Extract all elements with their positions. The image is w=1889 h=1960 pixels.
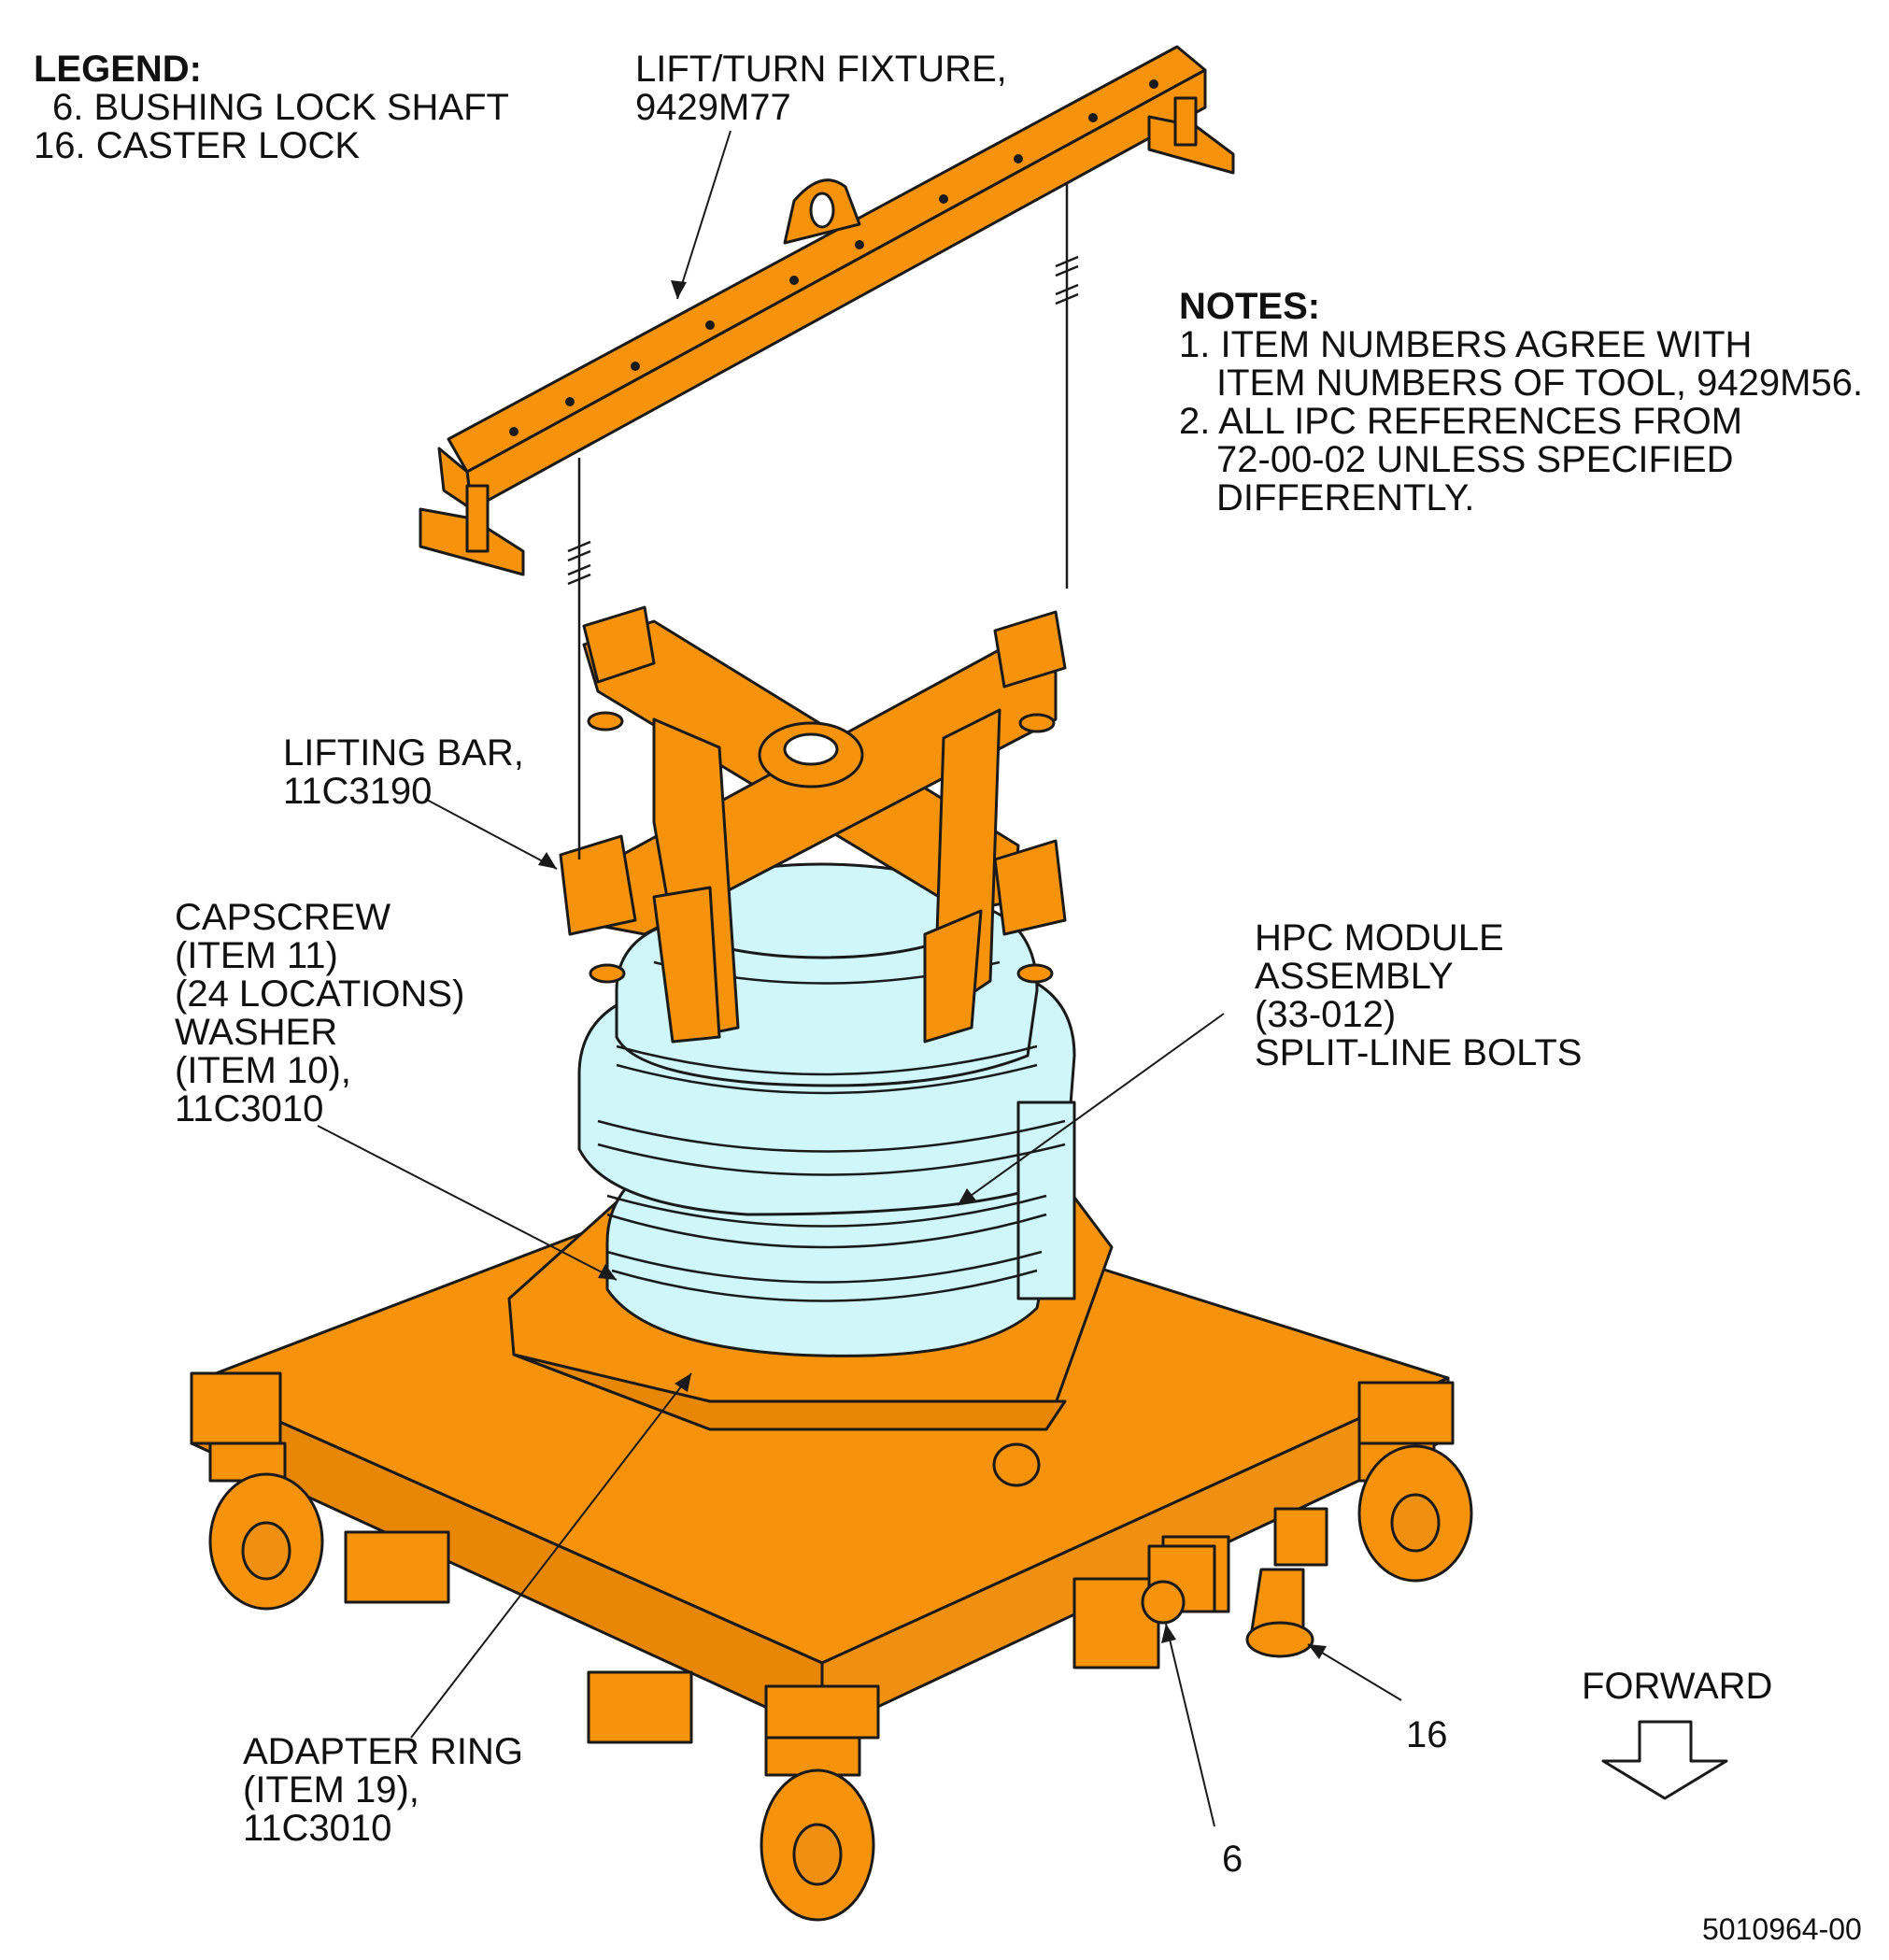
notes-line-5: DIFFERENTLY. bbox=[1216, 477, 1475, 518]
leader-adapter-ring bbox=[410, 1372, 692, 1739]
legend-title: LEGEND: bbox=[34, 49, 202, 90]
adapter-ring-lower bbox=[512, 1353, 1067, 1431]
caster-lock bbox=[1245, 1507, 1328, 1658]
callout-line: 11C3010 bbox=[243, 1808, 392, 1849]
turntable-knob bbox=[992, 1442, 1041, 1487]
cart-right-corner bbox=[1357, 1381, 1455, 1445]
callout-line: (ITEM 11) bbox=[175, 935, 338, 976]
callout-line: (ITEM 10), bbox=[175, 1050, 351, 1091]
notes-title: NOTES: bbox=[1179, 286, 1321, 327]
cart-front-corner bbox=[764, 1684, 880, 1740]
lifting-bar-block bbox=[993, 610, 1067, 689]
bushing-lock-shaft bbox=[1141, 1544, 1216, 1625]
fixture-beam-top bbox=[447, 45, 1207, 474]
leader-lift-turn-fixture bbox=[676, 130, 731, 300]
leader-lifting-bar bbox=[424, 798, 558, 870]
notes-line-3: 2. ALL IPC REFERENCES FROM bbox=[1179, 401, 1743, 442]
cable-breaks bbox=[567, 255, 1079, 586]
notes-line-2: ITEM NUMBERS OF TOOL, 9429M56. bbox=[1216, 362, 1864, 404]
callout-line: (24 LOCATIONS) bbox=[175, 973, 465, 1015]
cart-block bbox=[344, 1530, 450, 1604]
fixture-lift-eye-hole bbox=[809, 192, 835, 229]
legend-item-6: 6. BUSHING LOCK SHAFT bbox=[52, 87, 509, 128]
fixture-bolts bbox=[509, 79, 1158, 436]
callout-item-16: 16 bbox=[1406, 1714, 1448, 1755]
callout-line: LIFTING BAR, bbox=[283, 732, 524, 774]
legend-item-16: 16. CASTER LOCK bbox=[34, 125, 361, 166]
leader-hpc-module bbox=[957, 1013, 1225, 1206]
callout-line: WASHER bbox=[175, 1012, 338, 1053]
forward-label: FORWARD bbox=[1582, 1666, 1773, 1707]
lifting-bar-block bbox=[582, 605, 656, 684]
caster-wheel bbox=[1357, 1442, 1473, 1583]
callout-line: ADAPTER RING bbox=[243, 1731, 524, 1772]
forward-arrow bbox=[1601, 1720, 1728, 1800]
callout-line: 11C3010 bbox=[175, 1088, 324, 1129]
cart-block bbox=[587, 1670, 693, 1744]
leader-lines bbox=[317, 130, 1402, 1827]
caster-wheel bbox=[208, 1442, 324, 1611]
callout-line: LIFT/TURN FIXTURE, bbox=[635, 49, 1007, 90]
callout-item-6: 6 bbox=[1222, 1839, 1243, 1880]
notes-line-4: 72-00-02 UNLESS SPECIFIED bbox=[1216, 439, 1734, 480]
callout-line: 9429M77 bbox=[635, 87, 791, 128]
callout-line: HPC MODULE bbox=[1255, 917, 1504, 959]
lift-turn-fixture bbox=[419, 45, 1235, 576]
leader-capscrew bbox=[317, 1125, 618, 1281]
notes-line-1: 1. ITEM NUMBERS AGREE WITH bbox=[1179, 324, 1753, 365]
lifting-bar-block bbox=[993, 839, 1067, 936]
lifting-bar bbox=[559, 605, 1067, 1044]
callout-line: ASSEMBLY bbox=[1255, 956, 1454, 997]
cart-left-corner bbox=[190, 1371, 282, 1445]
callout-line: 11C3190 bbox=[283, 771, 433, 812]
callout-line: CAPSCREW bbox=[175, 897, 391, 938]
fixture-beam-side bbox=[465, 68, 1207, 511]
lifting-bar-leg bbox=[652, 886, 721, 1044]
leader-item-6 bbox=[1165, 1623, 1215, 1827]
figure-id: 5010964-00 bbox=[1702, 1912, 1862, 1946]
callout-line: (33-012) bbox=[1255, 994, 1397, 1035]
lifting-bar-leg bbox=[923, 909, 983, 1044]
lift-cables bbox=[577, 168, 1069, 859]
lifting-bar-block bbox=[559, 834, 637, 936]
lifting-bar-hub-ring bbox=[783, 732, 839, 766]
leader-item-16 bbox=[1307, 1643, 1402, 1701]
callout-line: (ITEM 19), bbox=[243, 1769, 419, 1811]
callout-line: SPLIT-LINE BOLTS bbox=[1255, 1032, 1583, 1073]
caster-wheel bbox=[760, 1736, 875, 1922]
